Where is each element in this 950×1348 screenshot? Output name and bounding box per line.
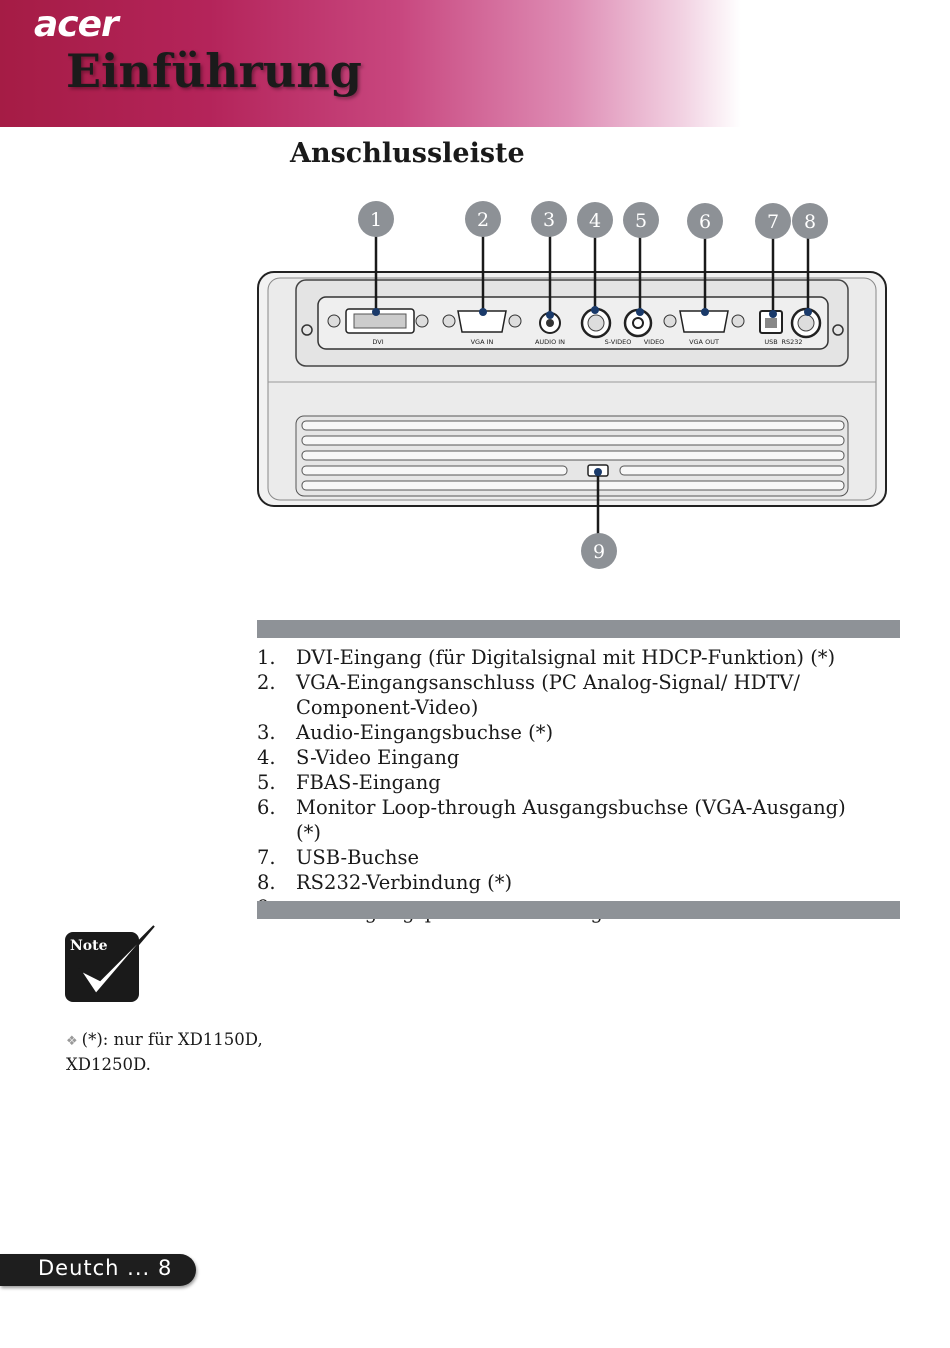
list-item: 3.Audio-Eingangsbuchse (*) (257, 721, 554, 744)
vga-in-port (442, 310, 522, 333)
dvi-port (327, 308, 429, 334)
port-label: DVI (372, 338, 383, 346)
list-item: 7.USB-Buchse (257, 846, 419, 869)
svg-text:Note: Note (70, 938, 108, 954)
list-item: 4.S-Video Eingang (257, 746, 460, 769)
port-label: AUDIO IN (535, 338, 565, 346)
video-port (623, 308, 653, 338)
callout-number: 7 (767, 211, 779, 233)
vent-grille (295, 415, 849, 497)
divider-bar-bottom (257, 901, 900, 919)
audio-in-port (539, 312, 561, 334)
port-label: VGA OUT (689, 338, 719, 346)
callout-number: 6 (699, 211, 711, 233)
list-item: 1.DVI-Eingang (für Digitalsignal mit HDC… (257, 646, 836, 669)
chapter-title: Einführung (66, 44, 362, 98)
list-item: 2.VGA-Eingangsanschluss (PC Analog-Signa… (257, 671, 800, 719)
callout-number: 2 (477, 209, 489, 231)
callout-number: 4 (589, 210, 601, 232)
list-item: 6.Monitor Loop-through Ausgangsbuchse (V… (257, 796, 846, 844)
rs232-port (790, 307, 822, 339)
acer-logo: acer (34, 4, 119, 45)
callout-number: 5 (635, 210, 647, 232)
divider-bar-top (257, 620, 900, 638)
page-number: 8 (158, 1256, 172, 1280)
port-label: RS232 (781, 338, 802, 346)
port-label: USB (764, 338, 777, 346)
footer-tab (0, 1254, 196, 1286)
callout-number: 8 (804, 211, 816, 233)
port-label: VGA IN (471, 338, 494, 346)
list-item: 8.RS232-Verbindung (*) (257, 871, 513, 894)
page-header (0, 0, 950, 127)
port-label: S-VIDEO (605, 338, 632, 346)
callout-number: 3 (543, 209, 555, 231)
footer-language: Deutch ... (38, 1256, 151, 1280)
callout-number: 9 (593, 541, 605, 563)
port-label: VIDEO (644, 338, 665, 346)
vga-out-port (663, 310, 745, 333)
section-title: Anschlussleiste (290, 138, 525, 169)
connection-panel-diagram: DVI VGA IN AUDIO IN S-VIDEO VIDEO VGA OU… (257, 201, 887, 569)
note-checkmark-icon: Note (65, 925, 155, 1002)
note-text: ❖(*): nur für XD1150D, XD1250D. (66, 1030, 263, 1074)
callout-number: 1 (370, 209, 382, 231)
list-item: 5.FBAS-Eingang (257, 771, 441, 794)
port-description-list: 1.DVI-Eingang (für Digitalsignal mit HDC… (257, 645, 856, 925)
s-video-port (580, 307, 612, 339)
